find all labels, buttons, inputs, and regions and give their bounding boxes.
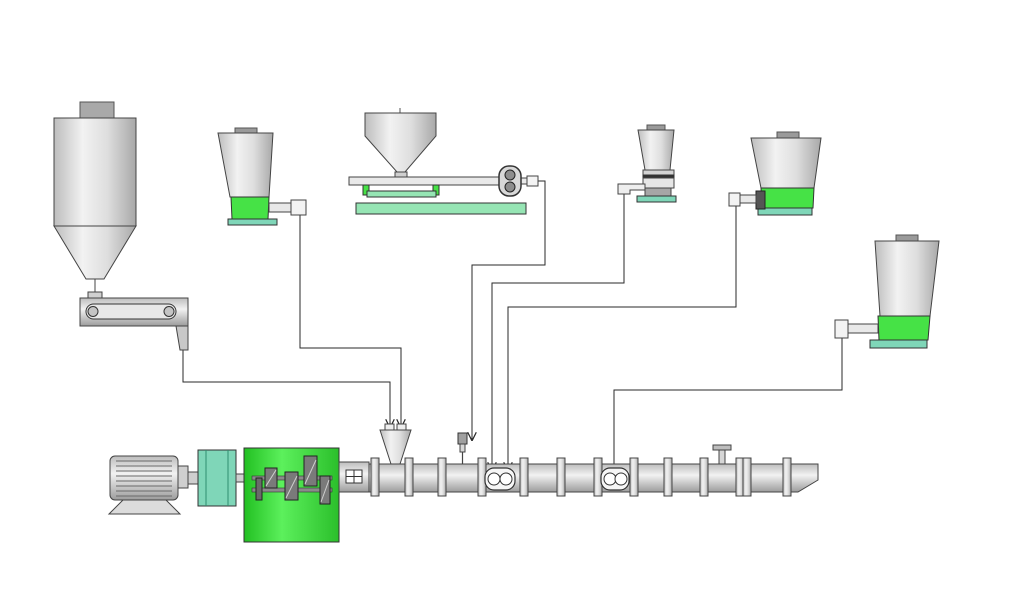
twin-screw-side-feeder-icon: [600, 467, 630, 491]
hopper-screw-feeder-on-scale-icon: [348, 108, 539, 215]
small-gravimetric-feeder-icon: [617, 124, 677, 203]
gravimetric-feeder-icon: [728, 131, 822, 216]
edge-feeder-5-to-side-feeder-2: [614, 338, 843, 473]
barrel-flanges: [370, 457, 792, 497]
gearbox-icon: [243, 447, 340, 543]
extruder-barrel-icon: [338, 457, 819, 497]
edge-feeder-4-to-side-feeder-1: [508, 205, 737, 470]
twin-screw-side-feeder-icon: [484, 467, 516, 491]
edge-feeder-1-to-main-hopper: [299, 214, 401, 427]
edge-feeder-2-to-injector: [472, 180, 546, 440]
coupling-icon: [187, 449, 246, 507]
connection-lines: [182, 180, 843, 473]
gravimetric-feeder-icon: [834, 234, 940, 349]
injection-nozzle-icon: [457, 432, 468, 464]
vent-port-icon: [712, 444, 732, 465]
storage-silo-icon: [53, 101, 137, 292]
electric-motor-icon: [107, 455, 189, 515]
edge-conveyor-to-main-hopper: [182, 350, 390, 427]
feed-hopper-icon: [379, 423, 412, 465]
belt-conveyor-icon: [79, 291, 189, 351]
edge-feeder-3-to-side-feeder-1: [492, 194, 625, 470]
gravimetric-feeder-icon: [217, 127, 307, 226]
